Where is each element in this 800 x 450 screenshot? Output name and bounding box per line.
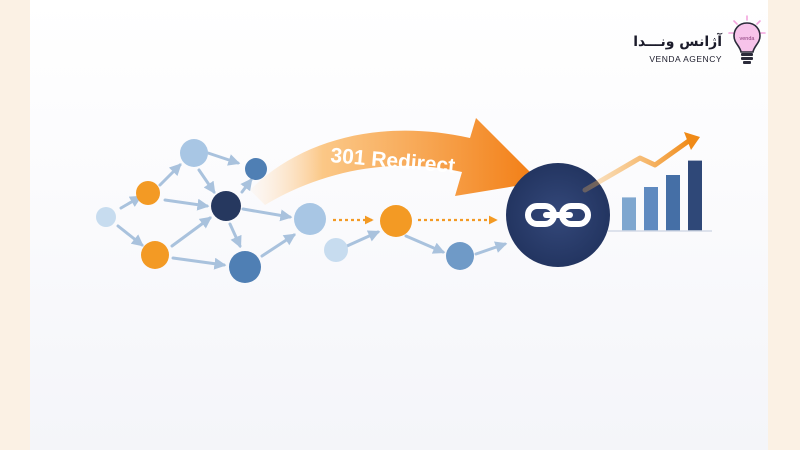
trend-arrow-icon bbox=[582, 137, 693, 193]
node bbox=[96, 207, 116, 227]
agency-logo[interactable]: آژانس ونـــدا VENDA AGENCY venda bbox=[618, 14, 768, 74]
node bbox=[245, 158, 267, 180]
node bbox=[324, 238, 348, 262]
logo-name-fa: آژانس ونـــدا bbox=[633, 34, 722, 50]
growth-bar bbox=[644, 187, 658, 231]
growth-bar bbox=[622, 197, 636, 231]
growth-bar bbox=[666, 175, 680, 231]
node bbox=[211, 191, 241, 221]
node bbox=[180, 139, 208, 167]
lightbulb-icon: venda bbox=[728, 15, 766, 64]
logo-name-en: VENDA AGENCY bbox=[649, 54, 722, 64]
node bbox=[136, 181, 160, 205]
node bbox=[229, 251, 261, 283]
node bbox=[294, 203, 326, 235]
network-nodes bbox=[96, 139, 474, 283]
redirect-arrow: 301 Redirect bbox=[250, 118, 540, 205]
node bbox=[141, 241, 169, 269]
node bbox=[380, 205, 412, 237]
link-icon bbox=[525, 203, 591, 227]
node bbox=[446, 242, 474, 270]
growth-bar bbox=[688, 160, 702, 231]
network-links bbox=[116, 151, 508, 270]
growth-chart bbox=[582, 132, 712, 232]
link-hub[interactable] bbox=[506, 163, 610, 267]
bulb-text: venda bbox=[740, 36, 756, 42]
